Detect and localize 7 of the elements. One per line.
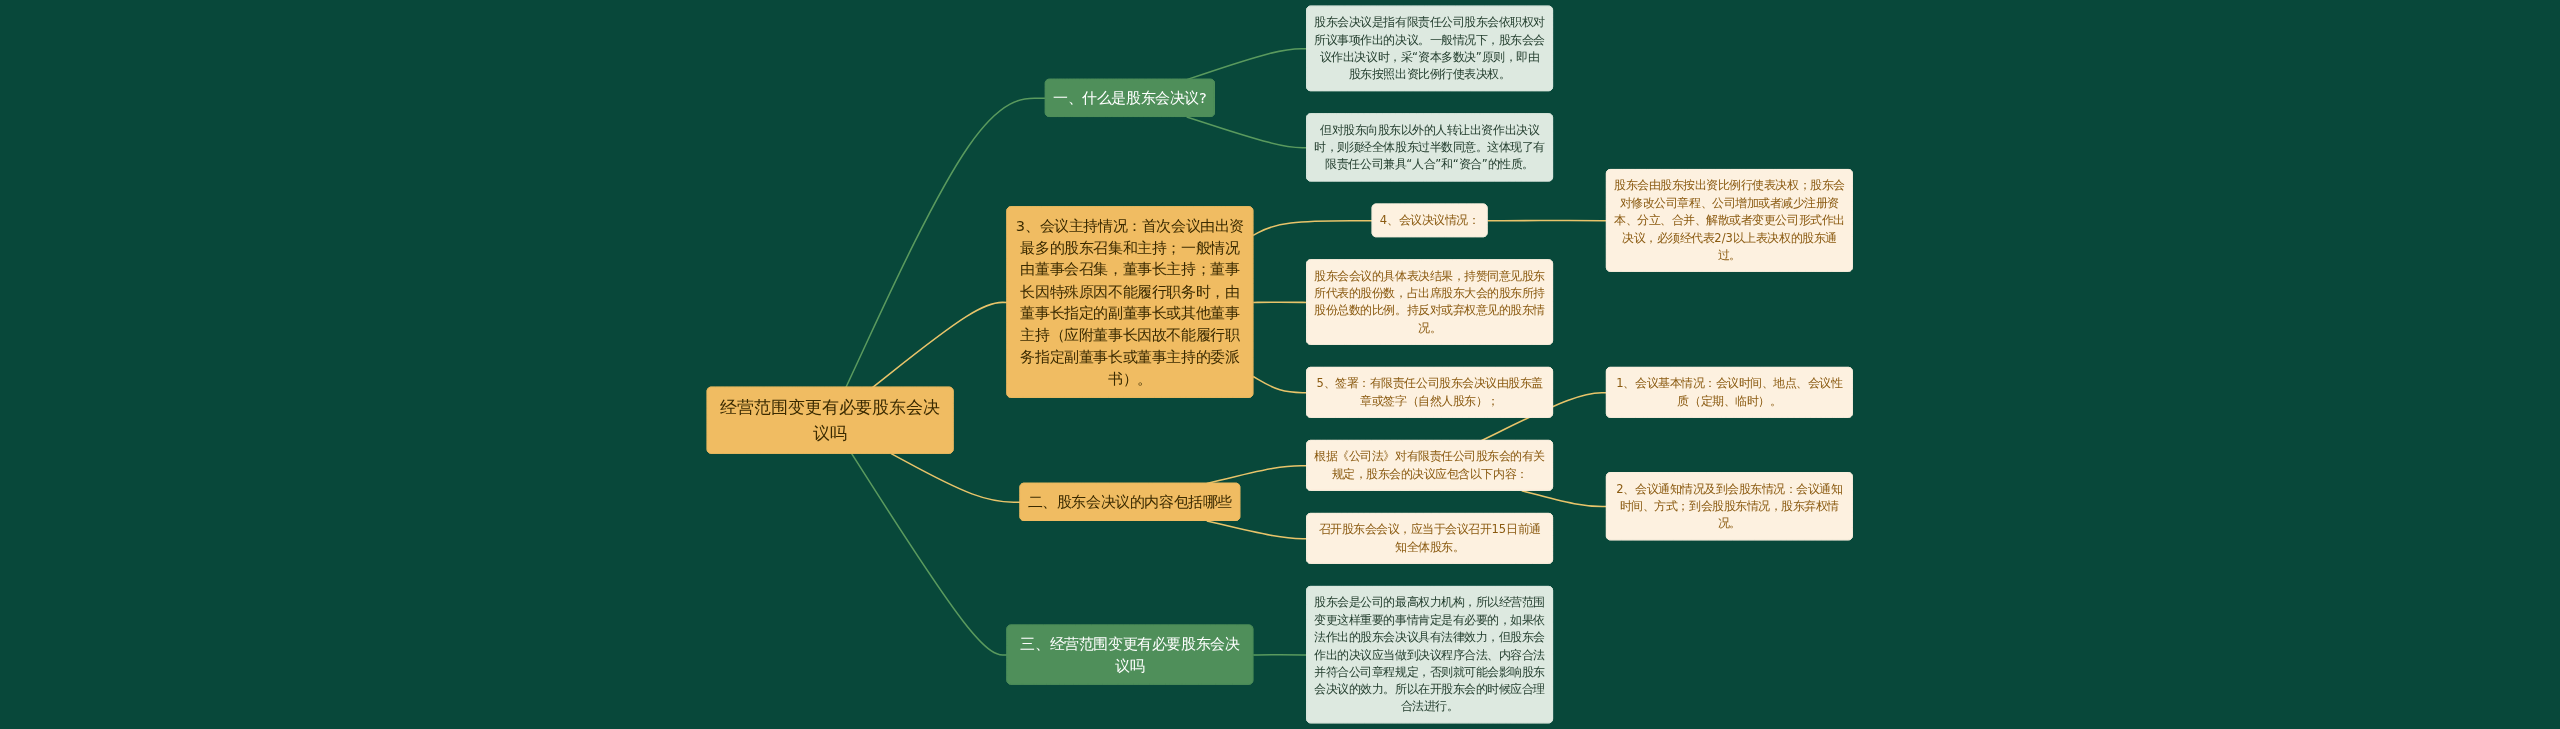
- connector: [1252, 219, 1374, 237]
- connector: [851, 452, 1009, 656]
- connector: [845, 97, 1047, 389]
- connector: [871, 301, 1009, 389]
- connector: [1486, 219, 1608, 222]
- connector: [1521, 489, 1608, 508]
- connector: [890, 452, 1022, 504]
